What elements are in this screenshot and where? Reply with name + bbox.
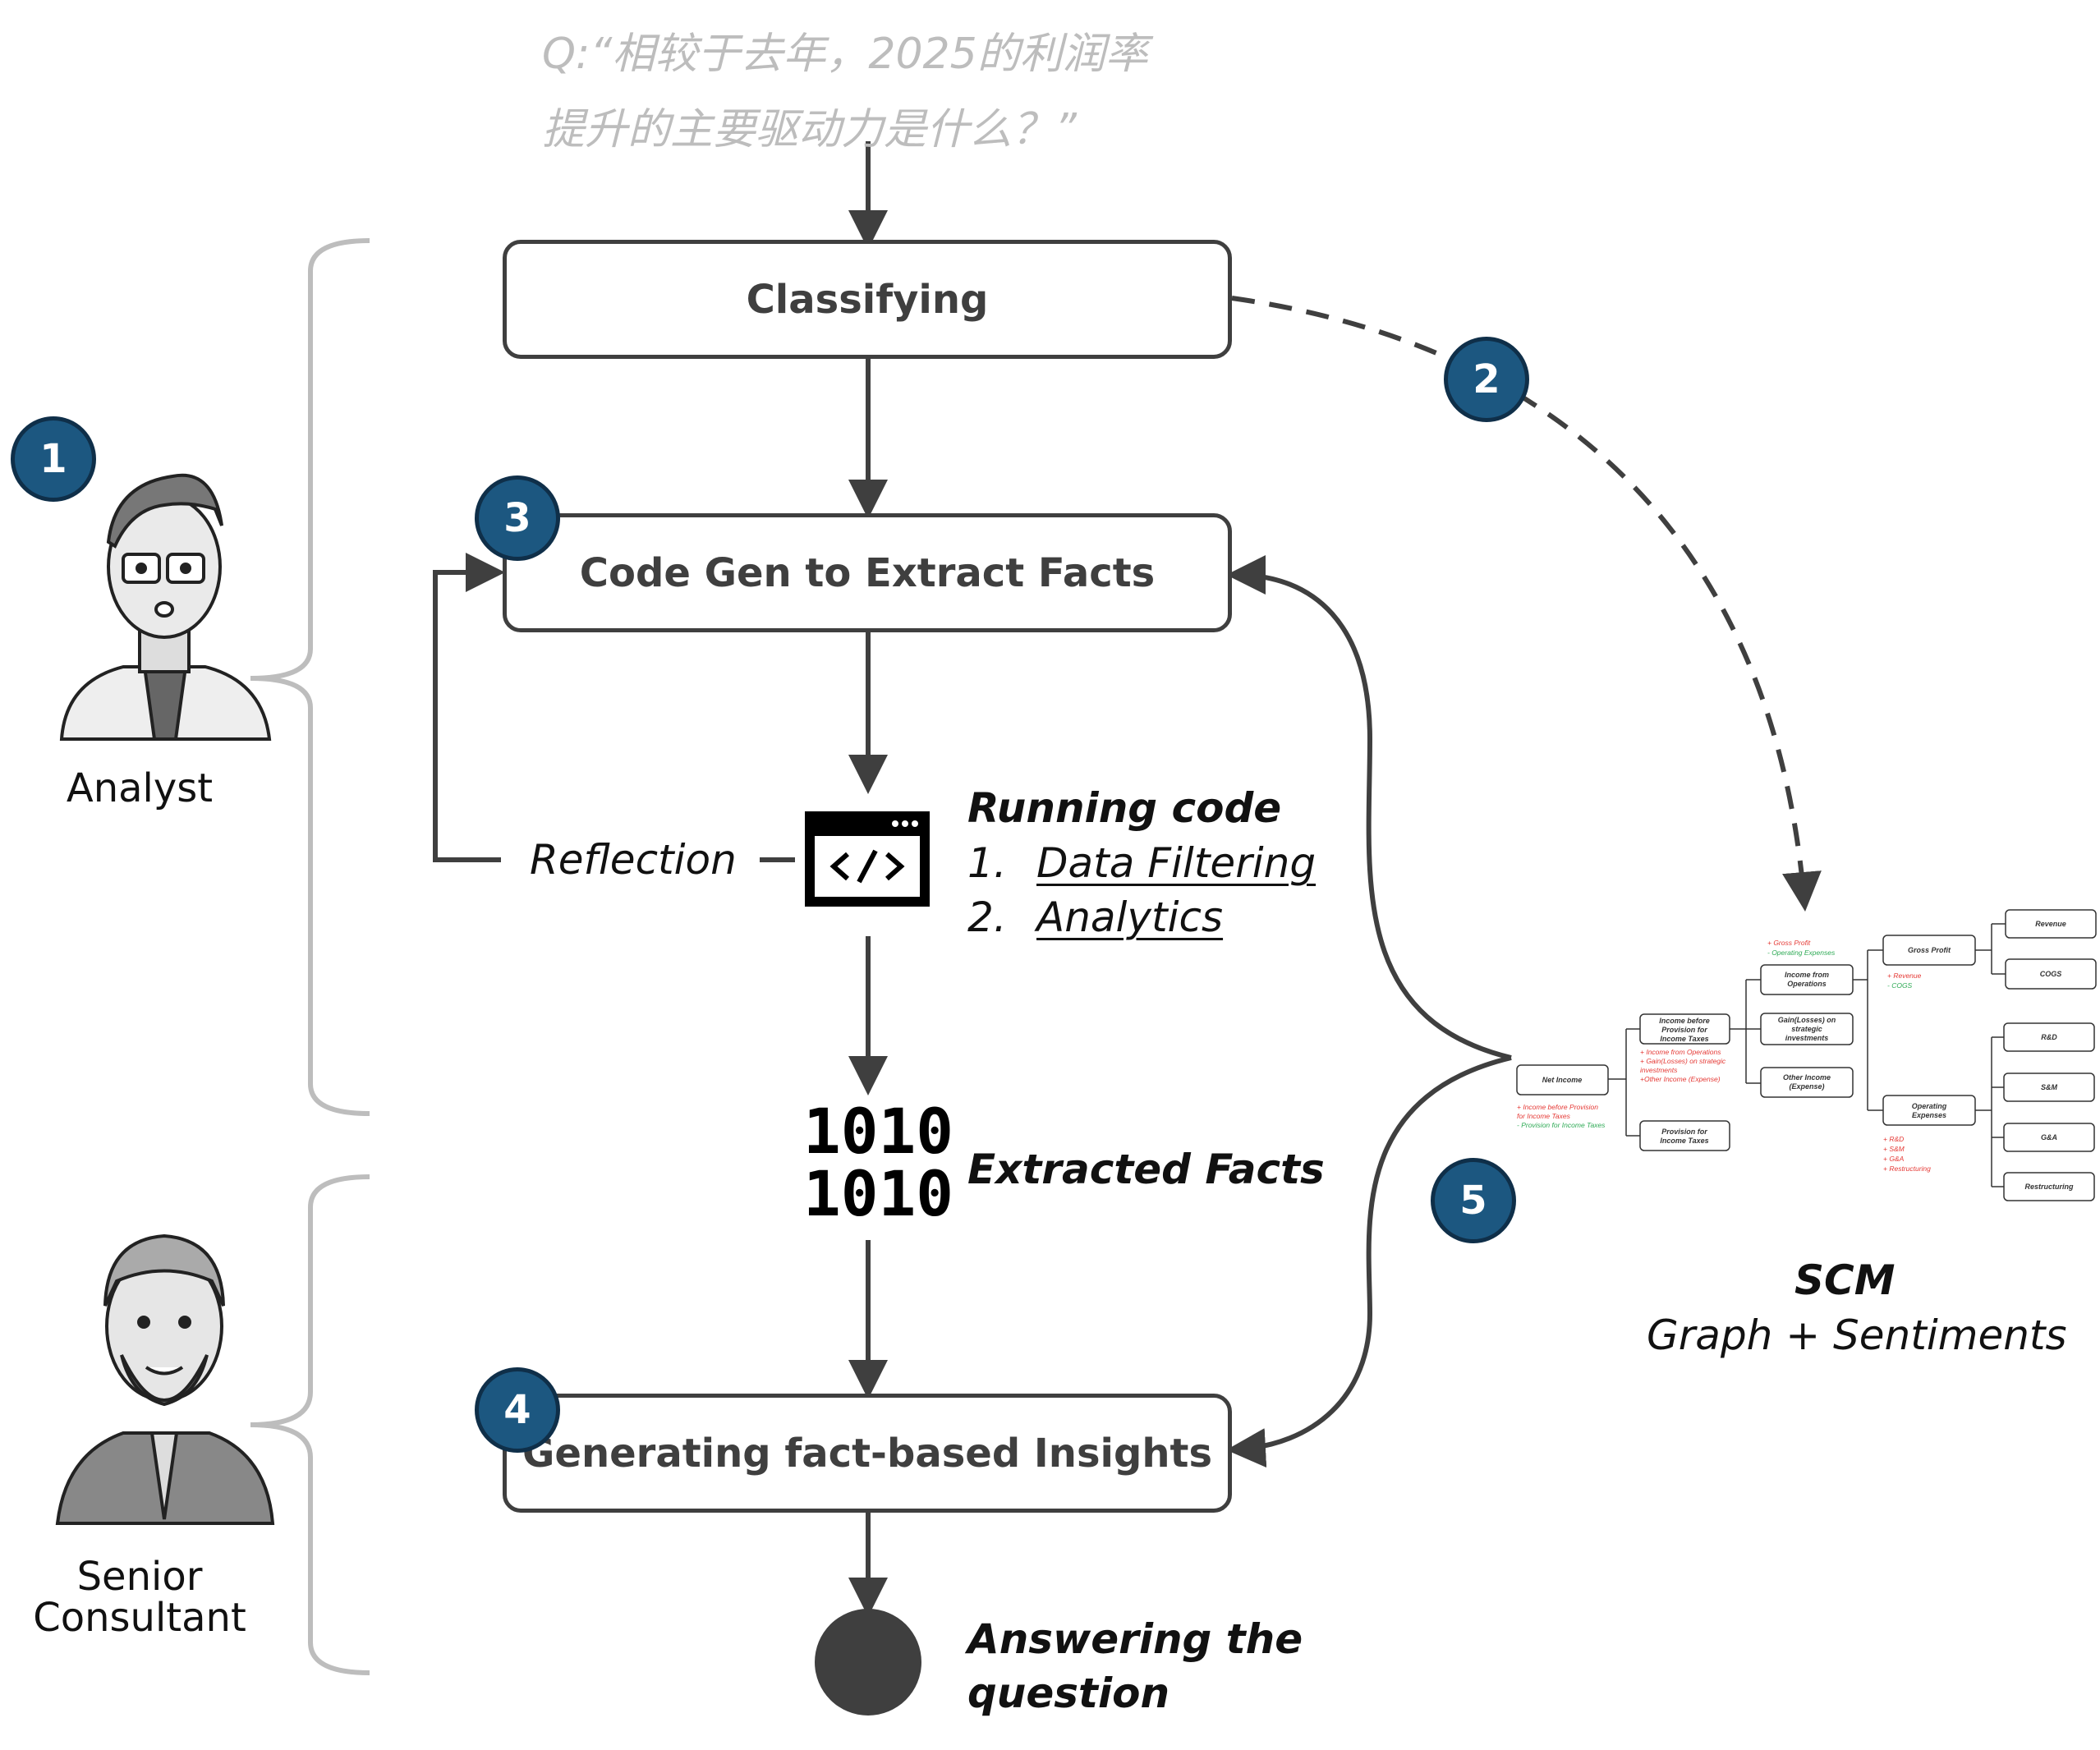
scm-node-sm: S&M — [2041, 1083, 2058, 1091]
question-line-1: Q:“相较于去年，2025的利润率 — [542, 30, 1148, 79]
scm-ann-opex-3: + G&A — [1883, 1155, 1905, 1163]
question-text: Q:“相较于去年，2025的利润率 提升的主要驱动力是什么？” — [542, 16, 1148, 168]
scm-node-ibp-1: Income before — [1659, 1017, 1710, 1025]
answer-line-2: question — [967, 1670, 1170, 1717]
scm-node-provision-1: Provision for — [1661, 1128, 1707, 1136]
answer-label: Answering the question — [967, 1612, 1303, 1720]
scm-node-gross-profit: Gross Profit — [1908, 946, 1951, 954]
scm-ann-opex-1: + R&D — [1883, 1135, 1904, 1143]
scm-node-gain-3: investments — [1785, 1034, 1829, 1042]
scm-to-insights-arrow — [1226, 1055, 1512, 1468]
scm-subtitle: Graph + Sentiments — [1647, 1311, 2067, 1359]
badge-3: 3 — [475, 475, 560, 561]
senior-line-2: Consultant — [33, 1595, 246, 1641]
scm-graph: Net Income Income before Provision for I… — [1516, 909, 2097, 1201]
scm-node-opex-2: Expenses — [1912, 1111, 1946, 1119]
scm-ann-gp-plus: + Revenue — [1887, 971, 1922, 980]
badge-1: 1 — [11, 416, 96, 502]
scm-ann-net-plus2: for Income Taxes — [1517, 1112, 1571, 1120]
scm-ann-gp-minus: - COGS — [1887, 981, 1913, 990]
running-code-title: Running code — [967, 784, 1282, 832]
scm-ann-ibp-2: + Gain(Losses) on strategic — [1640, 1057, 1726, 1065]
analyst-bracket — [250, 238, 370, 1116]
reflection-loop-arrow — [433, 553, 505, 862]
scm-node-provision-2: Income Taxes — [1660, 1137, 1708, 1145]
codegen-step: Code Gen to Extract Facts — [503, 513, 1232, 632]
scm-node-revenue: Revenue — [2035, 920, 2066, 928]
badge-5: 5 — [1431, 1158, 1516, 1243]
running-item-1-num: 1. — [967, 839, 1007, 887]
senior-consultant-avatar — [55, 1233, 275, 1525]
scm-node-other-2: (Expense) — [1789, 1082, 1824, 1091]
codegen-label: Code Gen to Extract Facts — [579, 549, 1156, 596]
scm-node-gain-2: strategic — [1791, 1025, 1822, 1033]
running-item-2-num: 2. — [967, 893, 1007, 941]
scm-node-ibp-3: Income Taxes — [1660, 1035, 1708, 1043]
answer-terminal — [815, 1609, 921, 1716]
code-window-icon — [805, 811, 930, 907]
classifying-label: Classifying — [746, 276, 989, 323]
binary-icon: 1010 1010 — [803, 1100, 954, 1225]
scm-ann-ibp-3: investments — [1640, 1066, 1678, 1074]
scm-node-net-income: Net Income — [1542, 1076, 1583, 1084]
scm-ann-opex-2: + S&M — [1883, 1145, 1905, 1153]
scm-node-cogs: COGS — [2040, 970, 2062, 978]
classifying-step: Classifying — [503, 240, 1232, 359]
dashed-arrow-to-scm — [1231, 296, 1822, 912]
scm-node-ops-2: Operations — [1787, 980, 1827, 988]
insights-step: Generating fact-based Insights — [503, 1394, 1232, 1513]
scm-ann-ops-plus: + Gross Profit — [1767, 939, 1811, 947]
scm-node-ga: G&A — [2041, 1133, 2057, 1141]
scm-node-restructuring: Restructuring — [2024, 1183, 2074, 1191]
question-line-2: 提升的主要驱动力是什么？” — [542, 105, 1077, 154]
analyst-label: Analyst — [66, 765, 214, 811]
scm-to-codegen-arrow — [1226, 555, 1512, 1060]
badge-4: 4 — [475, 1367, 560, 1453]
scm-node-ibp-2: Provision for — [1661, 1026, 1707, 1034]
binary-line-1: 1010 — [803, 1095, 954, 1168]
binary-line-2: 1010 — [803, 1157, 954, 1230]
scm-ann-ops-minus: - Operating Expenses — [1767, 948, 1836, 957]
scm-ann-ibp-4: +Other Income (Expense) — [1640, 1075, 1721, 1083]
extracted-facts-label: Extracted Facts — [967, 1146, 1325, 1193]
scm-node-other-1: Other Income — [1783, 1073, 1831, 1082]
analyst-avatar — [59, 473, 272, 741]
running-item-1: Data Filtering — [1036, 839, 1317, 887]
scm-title: SCM — [1794, 1256, 1896, 1304]
scm-node-gain-1: Gain(Losses) on — [1778, 1016, 1836, 1024]
answer-line-1: Answering the — [967, 1615, 1303, 1663]
insights-label: Generating fact-based Insights — [522, 1430, 1213, 1477]
scm-ann-ibp-1: + Income from Operations — [1640, 1048, 1721, 1056]
consultant-bracket — [250, 1174, 370, 1675]
senior-consultant-label: Senior Consultant — [16, 1556, 263, 1638]
running-item-2: Analytics — [1036, 893, 1224, 941]
reflection-label: Reflection — [530, 836, 737, 884]
badge-2: 2 — [1444, 337, 1529, 422]
scm-node-rd: R&D — [2041, 1033, 2057, 1041]
senior-line-1: Senior — [76, 1554, 203, 1600]
scm-ann-net-plus: + Income before Provision — [1517, 1103, 1598, 1111]
scm-ann-net-minus: - Provision for Income Taxes — [1517, 1121, 1606, 1129]
scm-ann-opex-4: + Restructuring — [1883, 1164, 1931, 1173]
scm-node-ops-1: Income from — [1785, 971, 1829, 979]
scm-node-opex-1: Operating — [1912, 1102, 1947, 1110]
